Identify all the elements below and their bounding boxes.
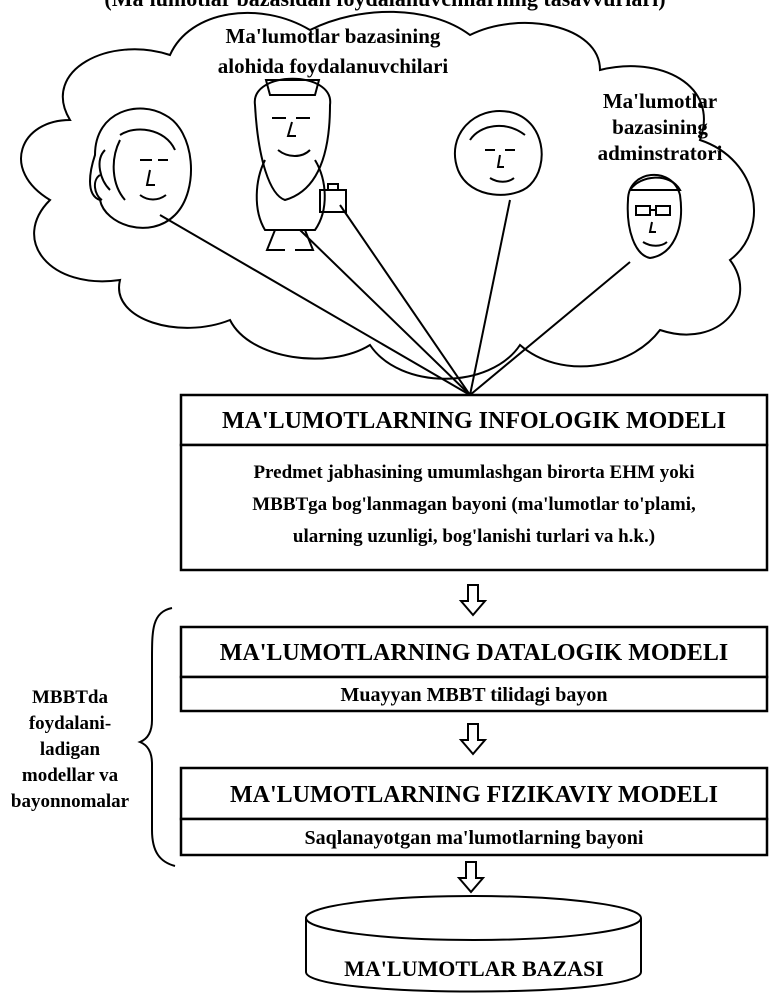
infologic-title: MA'LUMOTLARNING INFOLOGIK MODELI: [222, 408, 726, 434]
users-label-line-2: alohida foydalanuvchilari: [218, 54, 449, 78]
datalogic-model: MA'LUMOTLARNING DATALOGIK MODELI Muayyan…: [179, 625, 769, 713]
boy-face-icon: [453, 109, 543, 196]
curly-brace-icon: [137, 607, 176, 867]
admin-face-icon: [626, 173, 682, 260]
physical-title: MA'LUMOTLARNING FIZIKAVIY MODELI: [230, 782, 718, 808]
datalogic-desc: Muayyan MBBT tilidagi bayon: [341, 684, 608, 706]
side-label-line-5: bayonnomalar: [11, 791, 130, 812]
datalogic-title: MA'LUMOTLARNING DATALOGIK MODELI: [220, 640, 728, 666]
arrow-down-icon: [456, 861, 486, 894]
infologic-desc-line-2: MBBTga bog'lanmagan bayoni (ma'lumotlar …: [252, 494, 696, 515]
side-label-line-1: MBBTda: [32, 687, 109, 708]
woman-face-icon: [89, 107, 192, 229]
top-caption: (Ma'lumotlar bazasidan foydalanuvchilarn…: [104, 0, 665, 11]
arrow-down-icon: [458, 584, 488, 617]
database-cylinder-icon: MA'LUMOTLAR BAZASI: [305, 895, 642, 993]
physical-model: MA'LUMOTLARNING FIZIKAVIY MODELI Saqlana…: [179, 766, 769, 857]
infologic-model: MA'LUMOTLARNING INFOLOGIK MODELI Predmet…: [179, 393, 769, 572]
database-label: MA'LUMOTLAR BAZASI: [344, 956, 604, 981]
connector-lines: [159, 199, 631, 396]
infologic-desc-line-3: ularning uzunligi, bog'lanishi turlari v…: [293, 526, 655, 547]
side-label-line-3: ladigan: [40, 739, 101, 760]
infologic-desc-line-1: Predmet jabhasining umumlashgan birorta …: [253, 462, 694, 483]
admin-label-line-3: adminstratori: [598, 141, 723, 165]
side-label-line-4: modellar va: [22, 765, 119, 786]
arrow-down-icon: [458, 723, 488, 756]
users-label-line-1: Ma'lumotlar bazasining: [226, 24, 441, 48]
man-with-briefcase-icon: [253, 77, 347, 251]
users-cloud: [20, 10, 755, 380]
admin-label-line-1: Ma'lumotlar: [603, 89, 717, 113]
admin-label-line-2: bazasining: [612, 115, 708, 139]
physical-desc: Saqlanayotgan ma'lumotlarning bayoni: [305, 827, 644, 849]
side-label-line-2: foydalani-: [29, 713, 111, 734]
